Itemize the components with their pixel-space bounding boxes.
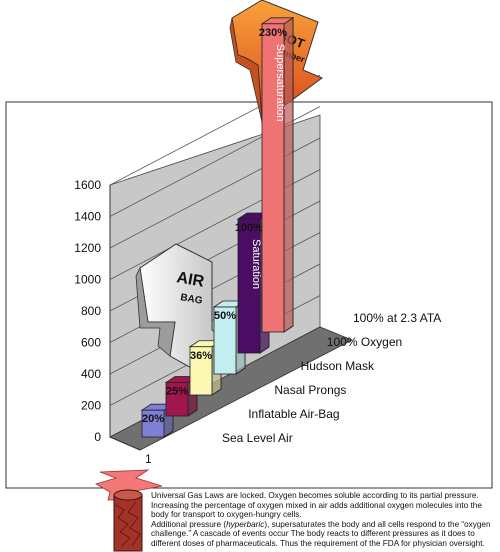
bar-value-label: 36% — [190, 350, 212, 362]
bar-front — [141, 409, 165, 438]
bar-inner-label: Saturation — [250, 239, 262, 289]
air-bag-arrow-label-2: BAG — [179, 292, 203, 307]
air-bag-arrow: AIR BAG — [135, 243, 227, 371]
bar-front — [165, 382, 189, 417]
y-tick-label: 1400 — [74, 210, 101, 224]
category-labels: Sea Level Air Inflatable Air-Bag Nasal Pro… — [222, 311, 441, 445]
tank-body — [113, 494, 143, 552]
bar-value-label: 230% — [259, 27, 287, 39]
y-axis-ticks: 0 200 400 600 800 1000 1200 1400 1600 — [74, 178, 101, 444]
bar-6: 230% Supersaturation — [259, 17, 295, 333]
bar-inner-label: Supersaturation — [274, 44, 286, 122]
y-tick-label: 1600 — [74, 178, 101, 192]
category-label: 100% at 2.3 ATA — [353, 311, 441, 325]
bar-1: 20% — [140, 403, 175, 438]
bar-value-label: 20% — [142, 413, 164, 425]
bar-front — [237, 218, 261, 354]
y-tick-label: 400 — [81, 367, 101, 381]
footnote-paragraph-1: Universal Gas Laws are locked. Oxygen be… — [151, 491, 482, 520]
y-tick-label: 0 — [94, 430, 101, 444]
footnote: Universal Gas Laws are locked. Oxygen be… — [151, 491, 497, 549]
category-label: Inflatable Air-Bag — [248, 407, 339, 421]
air-bag-arrow-label-1: AIR — [175, 269, 206, 291]
bar-value-label: 100% — [235, 222, 263, 234]
footnote-paragraph-2: Additional pressure (hyperbaric), supers… — [151, 519, 491, 548]
bar-front — [189, 346, 213, 396]
y-tick-label: 1200 — [74, 241, 101, 255]
bar-value-label: 50% — [214, 310, 236, 322]
bar-front — [261, 23, 285, 333]
chart-frame — [5, 101, 493, 489]
category-label: 100% Oxygen — [327, 335, 402, 349]
depth-tick-label: 1 — [145, 452, 152, 466]
y-tick-label: 600 — [81, 336, 101, 350]
category-label: Hudson Mask — [301, 359, 375, 373]
y-tick-label: 200 — [81, 399, 101, 413]
bar-front — [213, 306, 237, 375]
tank-texture — [115, 501, 141, 547]
bars-group: 20% 25% 36% 50% 100% Saturation 230% Supersatur… — [140, 17, 295, 438]
y-tick-label: 800 — [81, 304, 101, 318]
tank-top — [113, 489, 143, 501]
depth-axis-line — [109, 436, 141, 451]
category-label: Nasal Prongs — [274, 383, 346, 397]
oxygen-tank — [94, 469, 163, 552]
y-tick-label: 1000 — [74, 273, 101, 287]
category-label: Sea Level Air — [222, 431, 293, 445]
air-bag-arrow-side — [135, 266, 176, 357]
bar-value-label: 25% — [166, 386, 188, 398]
